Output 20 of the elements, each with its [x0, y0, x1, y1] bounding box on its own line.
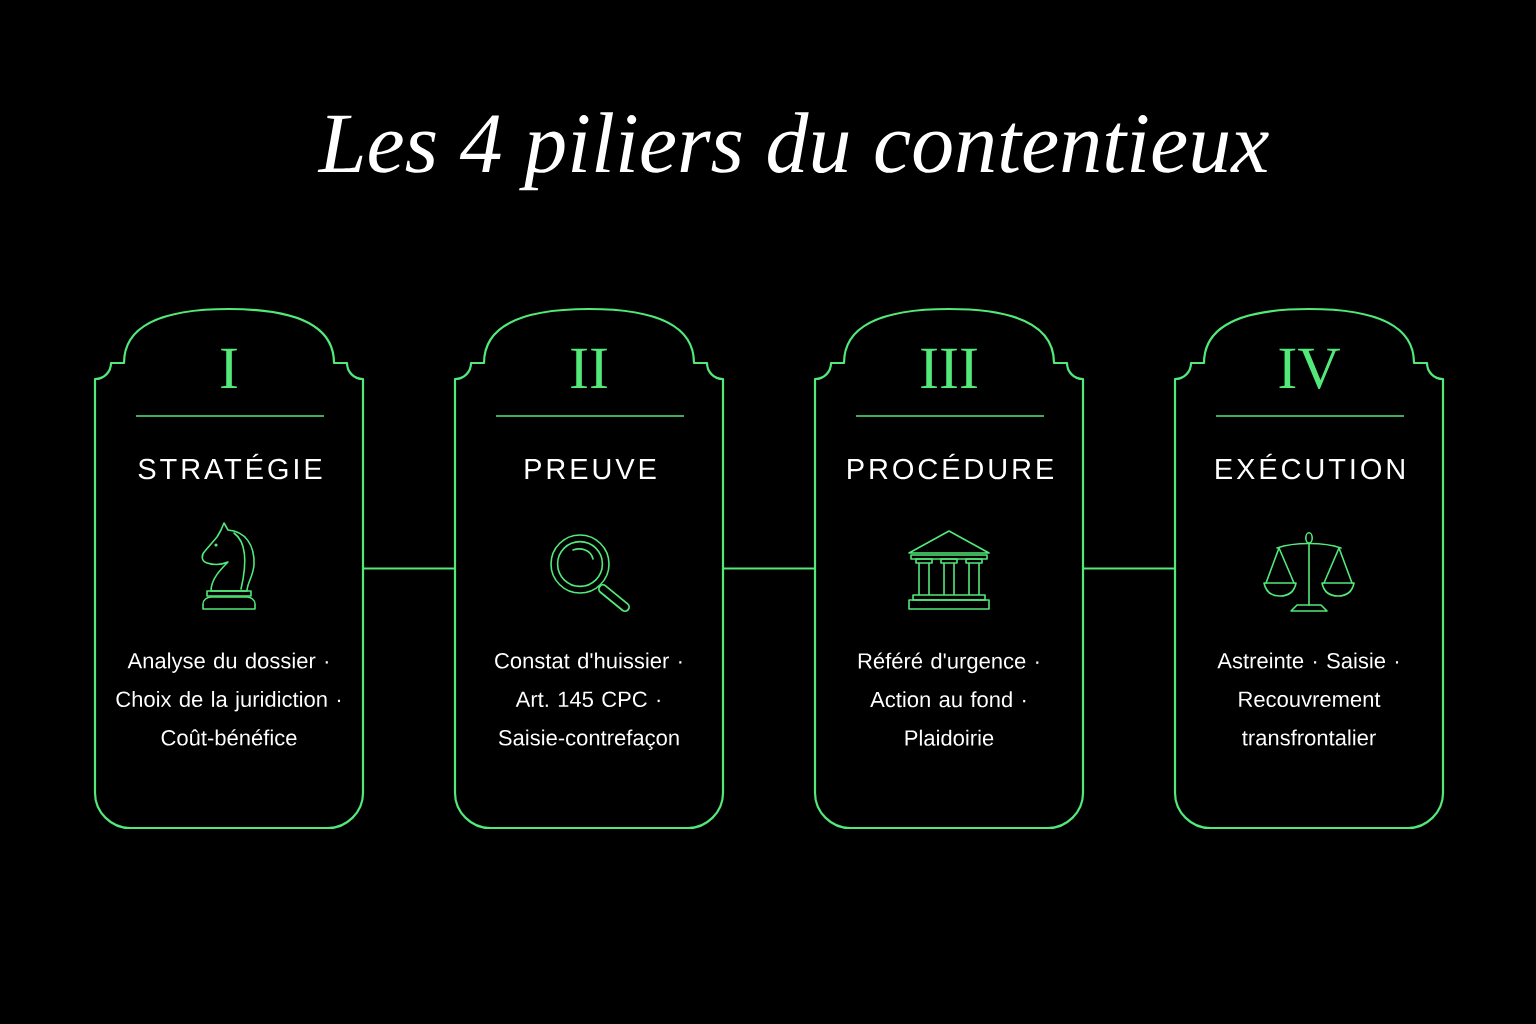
card-heading: PREUVE — [525, 459, 656, 480]
card-text: Constat d'huissier · Art. 145 CPC · Saisie-contrefaçon — [495, 652, 682, 751]
pillar-card — [93, 307, 365, 830]
connector-line — [722, 567, 816, 570]
card-text: Astreinte · Saisie · Recouvrement transfrontalier — [1217, 652, 1399, 746]
roman-numeral: IV — [1279, 348, 1340, 389]
card-heading: STRATÉGIE — [138, 453, 322, 480]
roman-numeral: I — [221, 348, 237, 388]
card-heading: EXÉCUTION — [1216, 453, 1404, 480]
connector-line — [1082, 567, 1176, 570]
pillar-card — [1173, 307, 1445, 830]
roman-numeral: III — [921, 348, 977, 388]
connector-line — [362, 567, 456, 570]
pillar-card — [453, 307, 725, 830]
pillar-card — [813, 307, 1085, 830]
card-text: Analyse du dossier · Choix de la juridiction · Coût-bénéfice — [116, 652, 341, 746]
card-text: Référé d'urgence · Action au fond · Plaidoirie — [858, 652, 1039, 746]
roman-numeral: II — [571, 348, 607, 388]
title: Les 4 piliers du contentieux — [317, 112, 1269, 191]
card-heading: PROCÉDURE — [848, 453, 1053, 480]
